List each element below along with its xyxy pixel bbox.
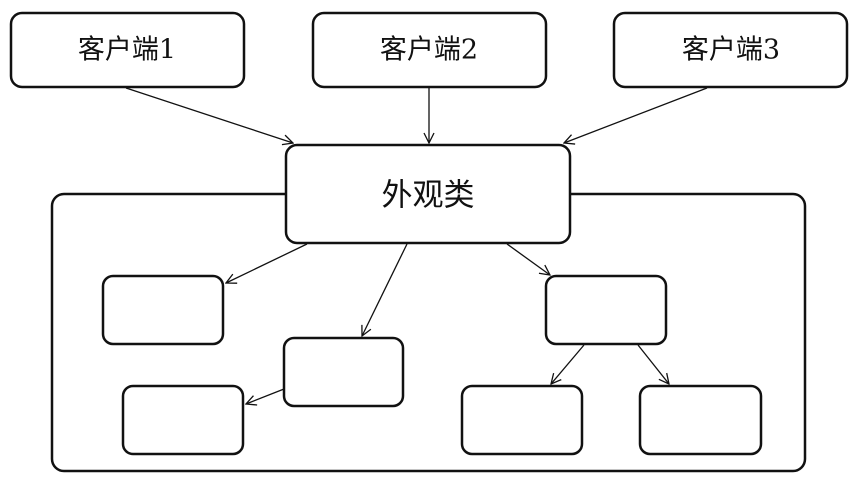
subsystem-box-4 xyxy=(544,274,668,346)
facade-box xyxy=(284,143,572,245)
arrow-client1-to-facade xyxy=(125,87,293,143)
arrow-subsystem-4-to-subsystem-5 xyxy=(551,344,585,384)
subsystem-box-1 xyxy=(101,274,225,346)
client-node-2: 客户端2 xyxy=(311,11,548,89)
arrow-facade-to-subsystem-4 xyxy=(506,243,550,275)
client-node-3: 客户端3 xyxy=(612,11,849,89)
client-label-2: 客户端2 xyxy=(380,35,478,66)
subsystem-box-5 xyxy=(460,384,584,456)
client-node-1: 客户端1 xyxy=(9,11,246,89)
arrow-facade-to-subsystem-1 xyxy=(226,243,308,283)
facade-label: 外观类 xyxy=(382,178,475,214)
client-box-2 xyxy=(311,11,548,89)
client-label-1: 客户端1 xyxy=(78,35,176,66)
arrow-subsystem-4-to-subsystem-6 xyxy=(637,344,669,384)
client-box-1 xyxy=(9,11,246,89)
client-label-3: 客户端3 xyxy=(682,35,780,66)
subsystem-box-6 xyxy=(638,384,763,456)
arrow-subsystem-2-to-subsystem-3 xyxy=(246,388,285,404)
subsystem-box-3 xyxy=(121,384,245,456)
arrow-client3-to-facade xyxy=(564,87,708,143)
client-box-3 xyxy=(612,11,849,89)
subsystem-box-2 xyxy=(282,336,405,408)
arrow-facade-to-subsystem-2 xyxy=(362,243,408,336)
facade-node: 外观类 xyxy=(284,143,572,245)
